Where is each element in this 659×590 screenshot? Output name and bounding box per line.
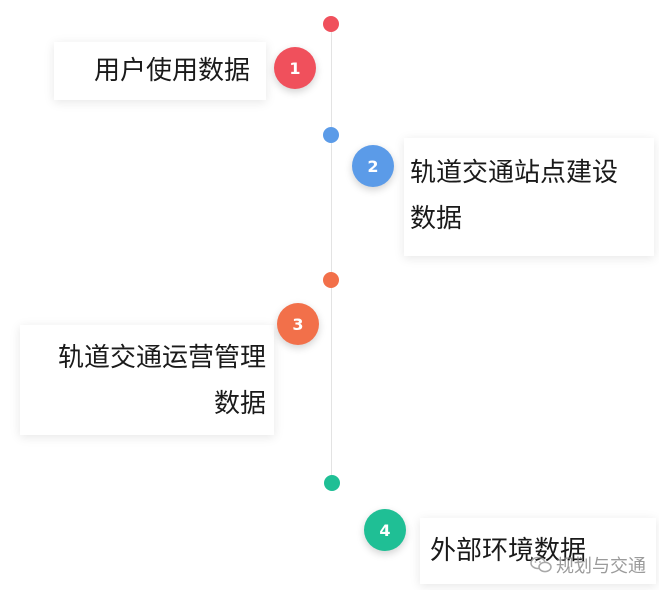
- timeline-dot-3: [323, 272, 339, 288]
- watermark: 规划与交通: [530, 552, 646, 578]
- timeline-badge-3: 3: [277, 303, 319, 345]
- timeline-card-3: 轨道交通运营管理 数据: [20, 325, 274, 435]
- timeline-axis: [331, 24, 332, 484]
- timeline-card-2: 轨道交通站点建设 数据: [404, 138, 654, 256]
- timeline-badge-1: 1: [274, 47, 316, 89]
- timeline-badge-2: 2: [352, 145, 394, 187]
- timeline-card-1: 用户使用数据: [54, 42, 266, 100]
- timeline-card-1-text: 用户使用数据: [93, 56, 250, 86]
- timeline-card-4: 外部环境数据: [420, 518, 656, 584]
- timeline-dot-4: [324, 475, 340, 491]
- watermark-text: 规划与交通: [556, 556, 646, 576]
- timeline-card-2-line1: 轨道交通站点建设: [410, 158, 619, 188]
- timeline-card-3-line1: 轨道交通运营管理: [57, 343, 266, 373]
- timeline-card-2-line2: 数据: [410, 204, 463, 234]
- wechat-icon: [530, 556, 552, 573]
- timeline-dot-1: [323, 16, 339, 32]
- timeline-card-3-line2: 数据: [213, 389, 266, 419]
- timeline-card-4-text: 外部环境数据: [430, 536, 587, 566]
- timeline-dot-2: [323, 127, 339, 143]
- timeline-badge-4: 4: [364, 509, 406, 551]
